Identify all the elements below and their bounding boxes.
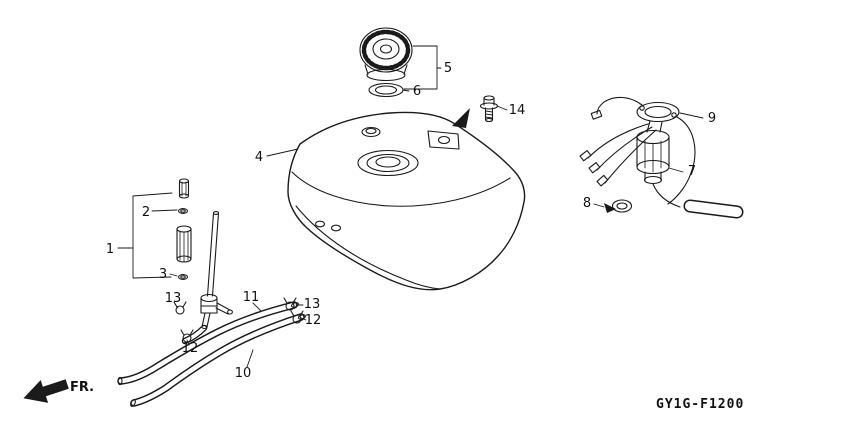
callout-labels: 1 2 3 4 5 6 7 8 9 10 11 12 12 13 13 14 (106, 61, 716, 381)
callout-6: 6 (413, 84, 421, 99)
bolt (479, 95, 499, 123)
callout-7: 7 (688, 164, 696, 179)
fr-arrow-icon (23, 379, 69, 403)
callout-9: 9 (708, 111, 716, 126)
fuel-gauge-cover (636, 101, 680, 123)
callout-13-right: 13 (304, 297, 321, 312)
callout-5: 5 (444, 61, 452, 76)
fuel-valve-assembly (176, 178, 233, 330)
callout-4: 4 (255, 150, 263, 165)
callout-12-right: 12 (305, 313, 322, 328)
cap-gasket (368, 82, 404, 98)
fuel-hoses (117, 301, 307, 407)
fuel-hose-upper (117, 301, 298, 385)
grommet-arrow-icon (604, 203, 616, 213)
callout-1: 1 (106, 242, 114, 257)
hose-clip (180, 329, 194, 343)
bolt-direction-arrow-icon (452, 108, 470, 128)
hose-clip (290, 310, 304, 324)
callout-10: 10 (235, 366, 252, 381)
fr-label: FR. (70, 380, 94, 395)
hose-clip (283, 297, 297, 311)
callout-2: 2 (142, 205, 150, 220)
fr-indicator: FR. (23, 379, 94, 403)
float-assembly (611, 183, 681, 213)
fuel-tank (287, 111, 526, 291)
diagram-code: GY1G-F1200 (656, 397, 744, 412)
callout-8: 8 (583, 196, 591, 211)
callout-12-left: 12 (182, 341, 199, 356)
callout-11: 11 (243, 290, 260, 305)
callout-13-left: 13 (165, 291, 182, 306)
fuel-cap (359, 27, 413, 82)
callout-leaders (117, 45, 704, 368)
callout-3: 3 (159, 267, 167, 282)
wiring-harness (579, 96, 696, 205)
hose-clips (173, 297, 304, 343)
fuel-pump-unit (636, 120, 670, 185)
callout-14: 14 (509, 103, 526, 118)
